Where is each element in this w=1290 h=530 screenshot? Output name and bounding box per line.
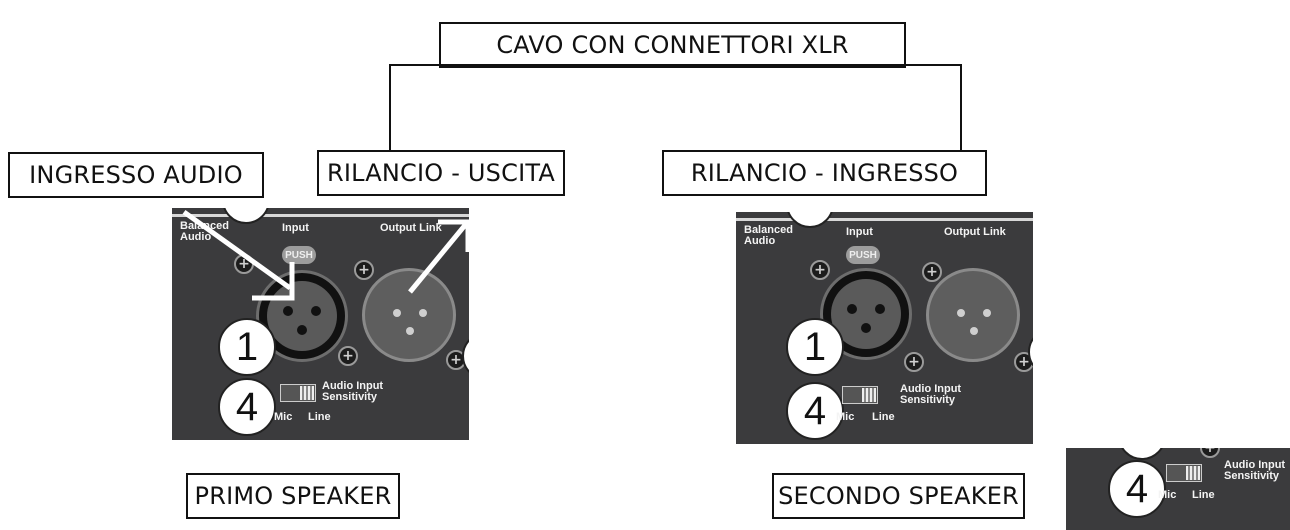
number-circle-cut bbox=[462, 332, 469, 380]
cable-line-left bbox=[389, 64, 391, 152]
link-out-label: RILANCIO - USCITA bbox=[317, 150, 565, 196]
mic-text: Mic bbox=[1158, 489, 1177, 501]
sensitivity-text-1: Audio Input bbox=[900, 383, 962, 395]
line-text: Line bbox=[872, 411, 895, 423]
screw-icon: + bbox=[338, 346, 358, 366]
sensitivity-switch[interactable] bbox=[842, 386, 878, 404]
screw-icon: + bbox=[1200, 448, 1220, 458]
audio-text: Audio bbox=[180, 231, 212, 243]
number-circle-1: 1 bbox=[786, 318, 844, 376]
screw-icon: + bbox=[904, 352, 924, 372]
xlr-pin bbox=[875, 304, 885, 314]
balanced-text: Balanced bbox=[744, 224, 793, 236]
line-text: Line bbox=[1192, 489, 1215, 501]
xlr-pin bbox=[983, 309, 991, 317]
first-speaker-label: PRIMO SPEAKER bbox=[186, 473, 400, 519]
screw-icon: + bbox=[234, 254, 254, 274]
xlr-pin bbox=[970, 327, 978, 335]
screw-icon: + bbox=[810, 260, 830, 280]
sensitivity-switch[interactable] bbox=[1166, 464, 1202, 482]
number-circle-4: 4 bbox=[786, 382, 844, 440]
xlr-pin bbox=[297, 325, 307, 335]
push-tab: PUSH bbox=[846, 246, 880, 264]
number-circle-4: 4 bbox=[218, 378, 276, 436]
number-circle-cut bbox=[1118, 448, 1166, 460]
sensitivity-switch[interactable] bbox=[280, 384, 316, 402]
xlr-pin bbox=[861, 323, 871, 333]
number-circle-cut bbox=[786, 212, 834, 228]
push-tab: PUSH bbox=[282, 246, 316, 264]
link-in-label: RILANCIO - INGRESSO bbox=[662, 150, 987, 196]
line-text: Line bbox=[308, 411, 331, 423]
screw-icon: + bbox=[922, 262, 942, 282]
xlr-pin bbox=[393, 309, 401, 317]
xlr-pin bbox=[311, 306, 321, 316]
mic-text: Mic bbox=[836, 411, 855, 423]
input-text: Input bbox=[846, 226, 873, 238]
xlr-output-connector bbox=[362, 268, 456, 362]
xlr-output-connector bbox=[926, 268, 1020, 362]
number-circle-cut bbox=[222, 208, 270, 224]
panel-divider bbox=[172, 214, 469, 217]
number-circle-1: 1 bbox=[218, 318, 276, 376]
sensitivity-text-2: Sensitivity bbox=[322, 391, 378, 403]
output-link-text: Output Link bbox=[380, 222, 442, 234]
sensitivity-text-2: Sensitivity bbox=[900, 394, 956, 406]
input-text: Input bbox=[282, 222, 309, 234]
audio-input-label: INGRESSO AUDIO bbox=[8, 152, 264, 198]
mic-text: Mic bbox=[274, 411, 293, 423]
second-speaker-label: SECONDO SPEAKER bbox=[772, 473, 1025, 519]
xlr-pin bbox=[283, 306, 293, 316]
xlr-pin bbox=[957, 309, 965, 317]
panel-divider bbox=[736, 218, 1033, 221]
first-speaker-panel: Balanced Audio Input Output Link PUSH + … bbox=[172, 208, 469, 440]
sensitivity-text-1: Audio Input bbox=[1224, 459, 1286, 471]
audio-text: Audio bbox=[744, 235, 776, 247]
output-link-text: Output Link bbox=[944, 226, 1006, 238]
sensitivity-detail-panel: + 4 Mic Line Audio Input Sensitivity bbox=[1066, 448, 1290, 530]
number-circle-4: 4 bbox=[1108, 460, 1166, 518]
cable-label: CAVO CON CONNETTORI XLR bbox=[439, 22, 906, 68]
cable-line-right bbox=[960, 64, 962, 152]
xlr-pin bbox=[419, 309, 427, 317]
second-speaker-panel: Balanced Audio Input Output Link PUSH + … bbox=[736, 212, 1033, 444]
xlr-pin bbox=[406, 327, 414, 335]
cable-line-horizontal bbox=[389, 64, 962, 66]
xlr-pin bbox=[847, 304, 857, 314]
sensitivity-text-2: Sensitivity bbox=[1224, 470, 1280, 482]
sensitivity-text-1: Audio Input bbox=[322, 380, 384, 392]
screw-icon: + bbox=[354, 260, 374, 280]
